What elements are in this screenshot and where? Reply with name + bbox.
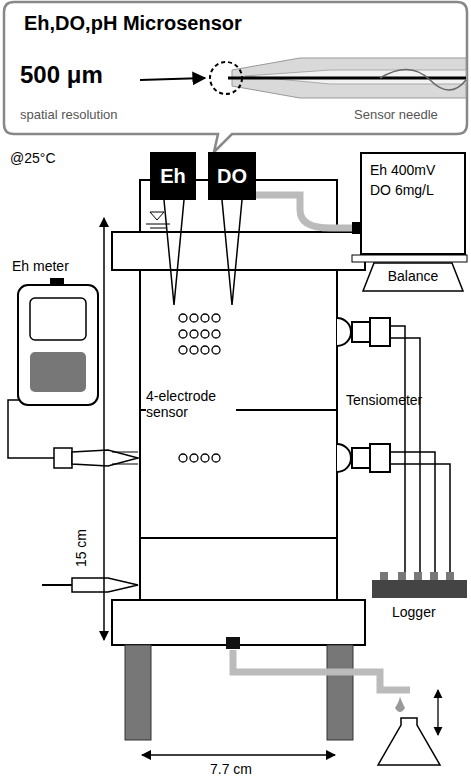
callout-box: Eh,DO,pH Microsensor 500 μm spatial resolu…	[4, 2, 467, 134]
node-text: Balance	[388, 269, 439, 284]
node-text: DO	[217, 165, 247, 187]
text-label: 4-electrode sensor	[146, 388, 236, 420]
electrode-dot	[190, 330, 198, 338]
electrode-dot	[179, 454, 187, 462]
text-label: Tensiometer	[346, 392, 422, 408]
electrode-dot	[212, 314, 220, 322]
node-text: Sensor needle	[354, 108, 438, 122]
node-text: Eh 400mV DO 6mg/L	[370, 160, 440, 201]
sensor-head: DO	[208, 152, 256, 200]
node-text: Eh,DO,pH Microsensor	[24, 12, 242, 34]
electrode-dot	[201, 330, 209, 338]
electrode-dot	[212, 330, 220, 338]
text-label: 7.7 cm	[210, 761, 252, 777]
electrode-dot	[190, 314, 198, 322]
sensor-head: Eh	[150, 152, 196, 200]
reservoir-box: Eh 400mV DO 6mg/L	[360, 152, 466, 255]
node-text: spatial resolution	[20, 108, 118, 122]
electrode-dot	[201, 454, 209, 462]
text-label: @25°C	[10, 150, 56, 166]
text-label: Logger	[392, 604, 436, 620]
text-label: Eh meter	[12, 258, 69, 274]
electrode-dot	[179, 330, 187, 338]
electrode-dot	[212, 454, 220, 462]
electrode-dot	[201, 314, 209, 322]
electrode-dot	[179, 346, 187, 354]
dimension-label: 15 cm	[73, 529, 89, 567]
electrode-dot	[190, 346, 198, 354]
electrode-dot	[201, 346, 209, 354]
node-text: Eh	[160, 165, 186, 187]
balance-platform: Balance	[362, 262, 464, 292]
node-text: 500 μm	[20, 62, 103, 88]
electrode-dot	[212, 346, 220, 354]
electrode-dot	[179, 314, 187, 322]
electrode-dot	[190, 454, 198, 462]
